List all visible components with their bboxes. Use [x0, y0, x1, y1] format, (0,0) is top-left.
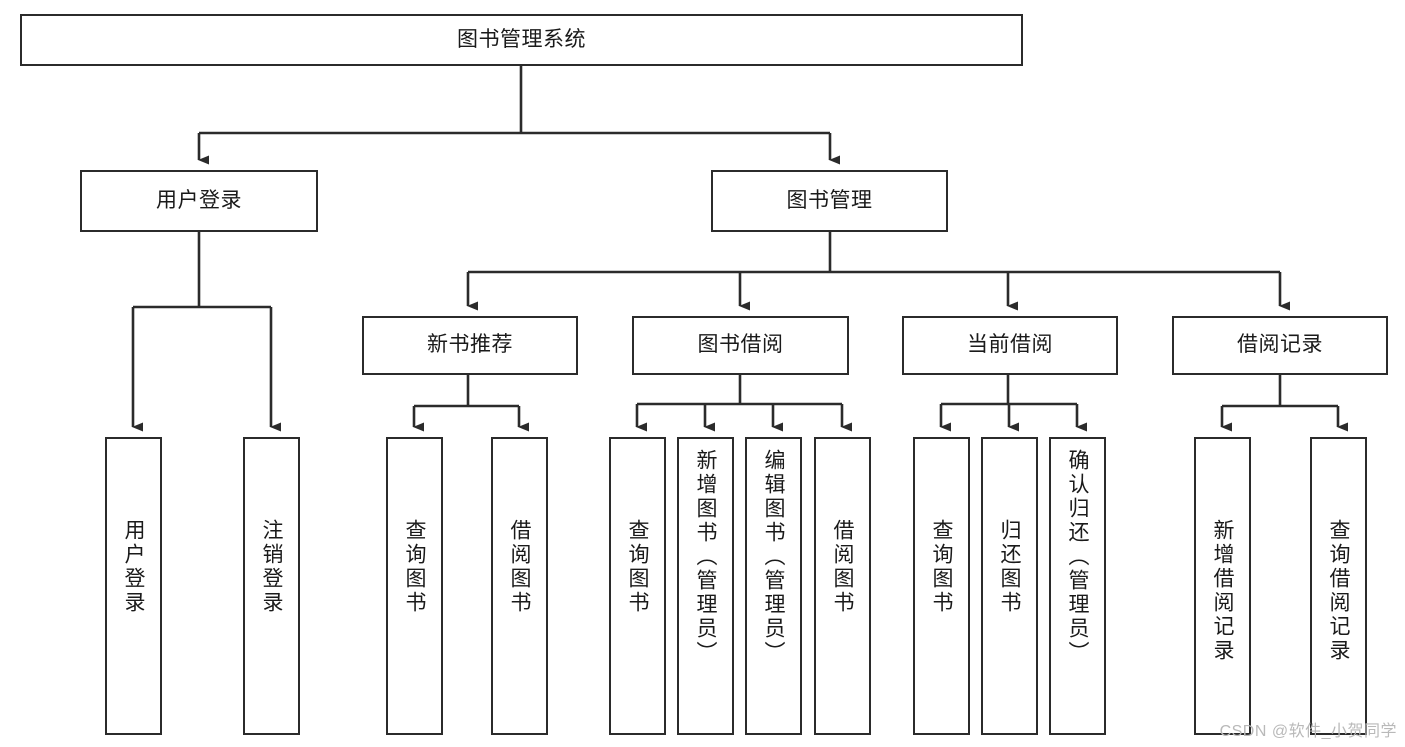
node-label: 借阅记录	[1237, 333, 1323, 357]
leaf-borrow-record-add-record[interactable]: 新增借阅记录	[1194, 437, 1251, 735]
node-label: 用户登录	[156, 188, 242, 212]
node-current-borrow[interactable]: 当前借阅	[902, 316, 1118, 375]
node-root-book-management-system[interactable]: 图书管理系统	[20, 14, 1023, 66]
node-label: 新增图书（管理员）	[694, 449, 717, 665]
leaf-current-borrow-confirm-return-admin[interactable]: 确认归还（管理员）	[1049, 437, 1106, 735]
leaf-book-borrow-borrow-book[interactable]: 借阅图书	[814, 437, 871, 735]
node-book-borrow[interactable]: 图书借阅	[632, 316, 849, 375]
node-user-login[interactable]: 用户登录	[80, 170, 318, 232]
node-label: 用户登录	[122, 519, 145, 615]
node-label: 图书管理	[786, 188, 873, 212]
leaf-book-borrow-add-book-admin[interactable]: 新增图书（管理员）	[677, 437, 734, 735]
leaf-current-borrow-query-book[interactable]: 查询图书	[913, 437, 970, 735]
node-label: 查询图书	[403, 519, 426, 615]
node-label: 借阅图书	[831, 519, 854, 615]
leaf-user-login-logout[interactable]: 注销登录	[243, 437, 300, 735]
node-borrow-record[interactable]: 借阅记录	[1172, 316, 1388, 375]
leaf-new-book-query-book[interactable]: 查询图书	[386, 437, 443, 735]
node-new-book-recommend[interactable]: 新书推荐	[362, 316, 578, 375]
leaf-borrow-record-query-record[interactable]: 查询借阅记录	[1310, 437, 1367, 735]
node-label: 图书管理系统	[457, 27, 586, 51]
node-label: 查询图书	[626, 519, 649, 615]
node-label: 图书借阅	[697, 333, 784, 357]
node-label: 当前借阅	[967, 333, 1053, 357]
node-book-management[interactable]: 图书管理	[711, 170, 948, 232]
leaf-book-borrow-query-book[interactable]: 查询图书	[609, 437, 666, 735]
node-label: 归还图书	[998, 519, 1021, 615]
node-label: 编辑图书（管理员）	[762, 449, 785, 665]
leaf-new-book-borrow-book[interactable]: 借阅图书	[491, 437, 548, 735]
leaf-current-borrow-return-book[interactable]: 归还图书	[981, 437, 1038, 735]
node-label: 新书推荐	[427, 333, 513, 357]
node-label: 查询图书	[930, 519, 953, 615]
node-label: 借阅图书	[508, 519, 531, 615]
leaf-book-borrow-edit-book-admin[interactable]: 编辑图书（管理员）	[745, 437, 802, 735]
node-label: 确认归还（管理员）	[1066, 449, 1089, 665]
leaf-user-login-login[interactable]: 用户登录	[105, 437, 162, 735]
node-label: 查询借阅记录	[1327, 519, 1350, 663]
node-label: 注销登录	[260, 519, 283, 615]
node-label: 新增借阅记录	[1211, 519, 1234, 663]
